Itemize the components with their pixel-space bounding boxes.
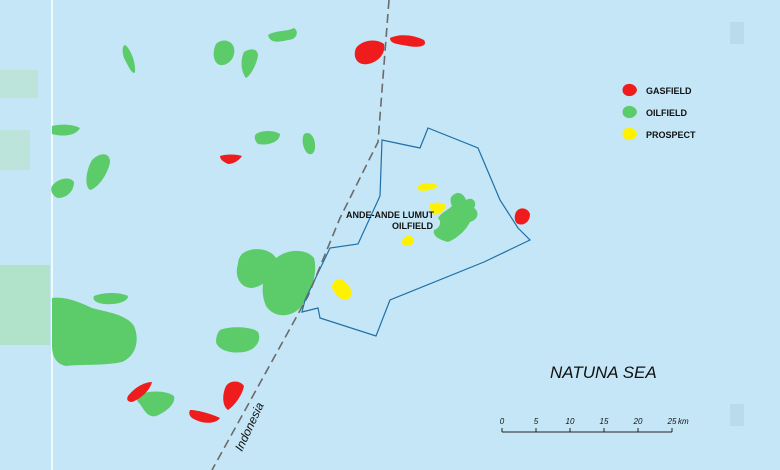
legend-label-gasfield: GASFIELD [646,86,692,96]
oilfield-shape [86,154,110,190]
oilfield-shape [52,124,80,136]
gasfield-shape [223,381,244,410]
oilfields-group [51,28,478,417]
blurred-field-left-1 [0,70,38,98]
scale-unit-label: km [678,417,689,426]
oilfield-shape [302,132,316,155]
legend-swatch-oilfield [622,105,637,119]
field-label-line1: ANDE-ANDE LUMUT [346,210,434,220]
scale-tick-label: 10 [566,417,575,426]
blurred-field-left-3 [0,265,50,345]
prospect-shape [418,183,438,191]
oilfield-shape [93,293,128,305]
sea-name-label: NATUNA SEA [550,363,657,382]
edge-artifact [730,404,744,426]
oilfield-shape [216,327,260,353]
gasfield-shape [354,40,385,65]
gasfield-shape [127,382,152,402]
legend-swatch-gasfield [622,83,637,97]
international-border-line [211,0,390,470]
oilfield-shape [241,49,258,78]
scale-tick-label: 20 [633,417,643,426]
ande-ande-lumut-oilfield-shape [433,193,478,242]
legend-item-oilfield: OILFIELD [622,105,687,119]
oilfield-shape [51,178,74,198]
oilfield-shape [122,45,136,73]
oilfield-shape [136,391,175,417]
scale-tick-label: 25 [667,417,677,426]
prospect-shape [332,279,352,300]
prospect-shape [430,202,446,215]
legend-item-gasfield: GASFIELD [622,83,692,97]
legend-item-prospect: PROSPECT [622,127,696,141]
legend: GASFIELD OILFIELD PROSPECT [622,83,696,141]
field-label-line2: OILFIELD [392,221,433,231]
block-outline [301,127,532,337]
scale-tick-label: 0 [500,417,505,426]
scale-tick-label: 15 [600,417,609,426]
legend-label-prospect: PROSPECT [646,130,696,140]
gasfields-group [127,35,530,423]
gasfield-shape [514,208,530,225]
legend-label-oilfield: OILFIELD [646,108,687,118]
blurred-field-left-2 [0,130,30,170]
prospects-group [332,183,446,300]
gasfield-shape [390,35,426,47]
oilfield-shape [262,250,316,316]
gasfield-shape [220,154,242,164]
scale-tick-label: 5 [534,417,539,426]
scale-bar: 0 5 10 15 20 25 km [500,417,689,433]
legend-swatch-prospect [622,127,637,141]
oilfield-shape [52,297,137,366]
oilfield-shape [254,131,280,145]
gasfield-shape [189,410,220,423]
oilfield-shape [268,28,297,42]
oilfield-shape [213,40,235,66]
edge-artifact [730,22,744,44]
prospect-shape [402,235,414,247]
